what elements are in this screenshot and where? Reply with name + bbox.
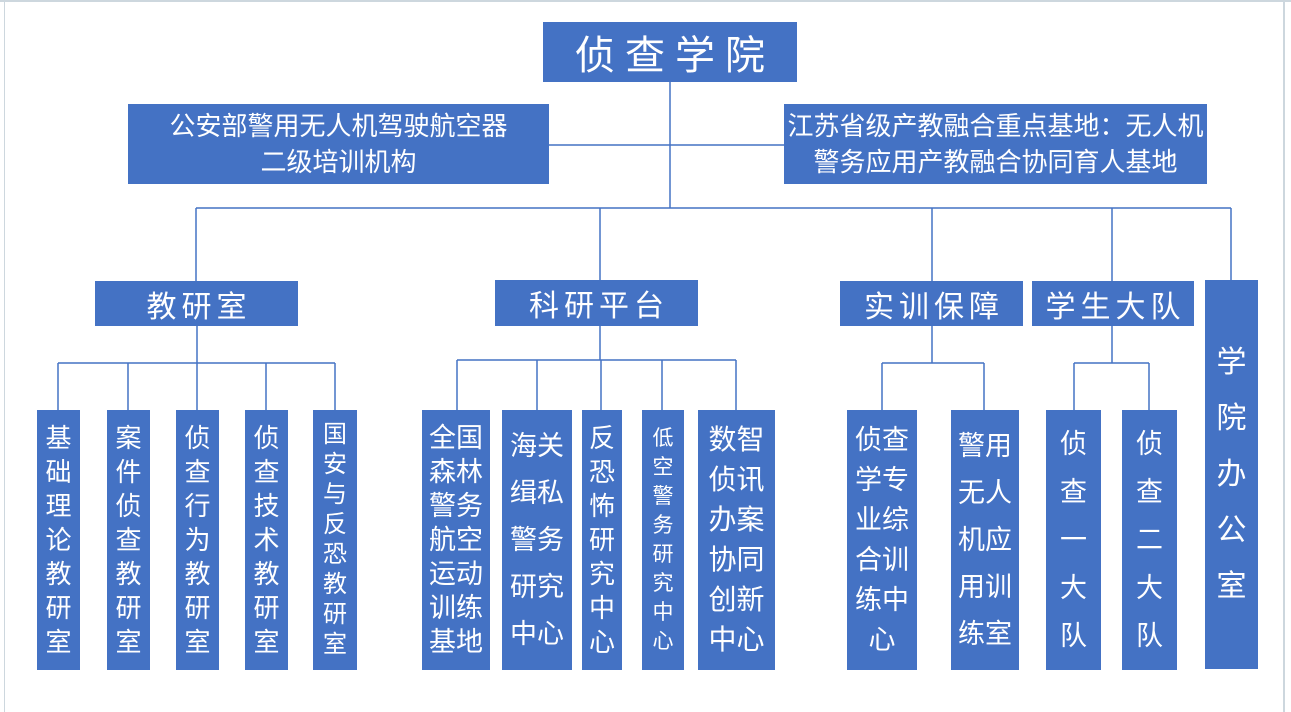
node-case-investigation-office: 案 件 侦 查 教 研 室 <box>107 410 150 670</box>
node-investigative-behavior-office: 侦 查 行 为 教 研 室 <box>176 410 219 670</box>
node-low-altitude-policing-research-center: 低 空 警 务 研 究 中 心 <box>642 410 684 670</box>
node-national-forest-police-aviation-base: 全国 森林 警务 航空 运动 训练 基地 <box>422 410 490 670</box>
branch-research-platform: 科研平台 <box>495 280 698 326</box>
node-digital-intelligence-casework-innovation-center: 数智 侦讯 办案 协同 创新 中心 <box>698 410 775 670</box>
node-national-security-counterterrorism-office: 国 安 与 反 恐 教 研 室 <box>313 410 357 670</box>
root-node-investigation-college: 侦查学院 <box>543 22 797 82</box>
node-police-uav-training-room: 警用 无人 机应 用训 练室 <box>951 410 1019 670</box>
banner-jiangsu-integration-base: 江苏省级产教融合重点基地：无人机 警务应用产教融合协同育人基地 <box>784 104 1207 184</box>
branch-teaching-research-office: 教研室 <box>95 281 298 326</box>
frame-right-line <box>1283 0 1285 712</box>
node-counterterrorism-research-center: 反 恐 怖 研 究 中 心 <box>582 410 622 670</box>
node-basic-theory-office: 基 础 理 论 教 研 室 <box>37 410 80 670</box>
frame-top-line <box>0 0 1291 2</box>
node-investigative-technology-office: 侦 查 技 术 教 研 室 <box>245 410 288 670</box>
node-investigation-brigade-1: 侦 查 一 大 队 <box>1046 410 1101 670</box>
node-investigation-major-training-center: 侦查 学专 业综 合训 练中 心 <box>847 410 917 670</box>
frame-left-line <box>4 0 5 712</box>
branch-training-support: 实训保障 <box>840 281 1023 326</box>
branch-student-brigade: 学生大队 <box>1032 281 1194 326</box>
node-investigation-brigade-2: 侦 查 二 大 队 <box>1122 410 1177 670</box>
node-college-office: 学 院 办 公 室 <box>1205 280 1258 669</box>
node-customs-anti-smuggling-research-center: 海关 缉私 警务 研究 中心 <box>502 410 572 670</box>
banner-uav-training-institution: 公安部警用无人机驾驶航空器 二级培训机构 <box>128 104 549 184</box>
